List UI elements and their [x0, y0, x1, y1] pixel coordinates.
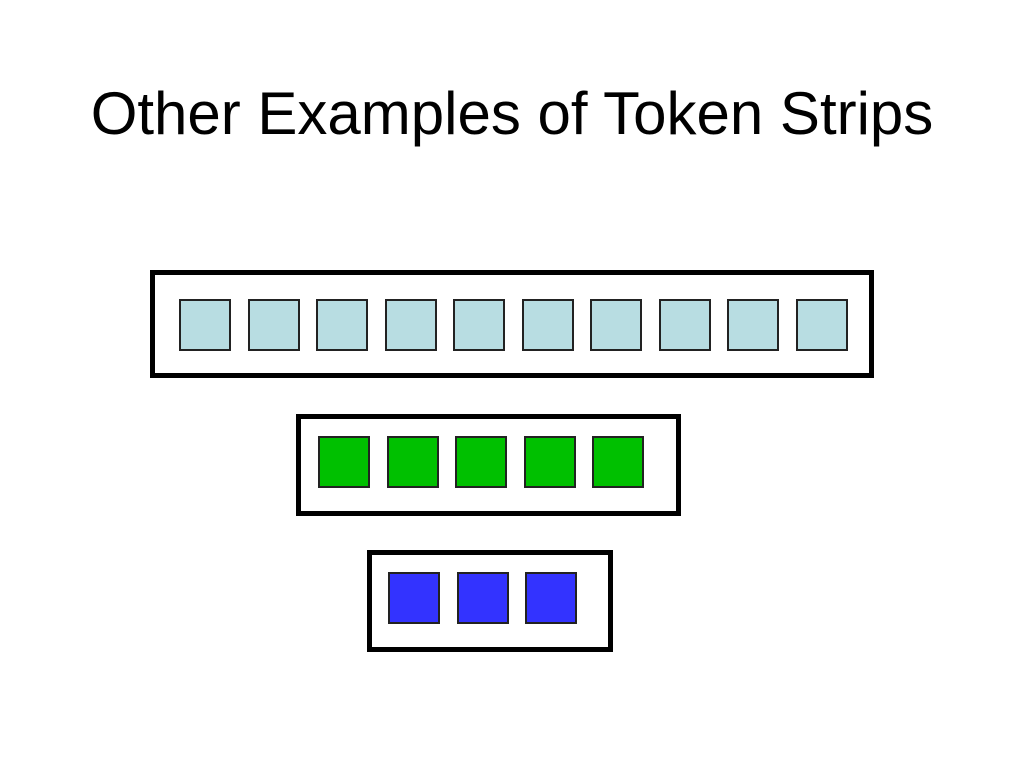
token-square	[386, 436, 439, 488]
token-square	[795, 299, 848, 351]
slide-title: Other Examples of Token Strips	[90, 80, 934, 147]
token-square	[247, 299, 300, 351]
token-square	[388, 572, 440, 624]
token-strip-3	[367, 550, 613, 652]
token-square	[318, 436, 370, 488]
token-square	[316, 299, 368, 351]
token-square	[592, 436, 644, 488]
token-square	[521, 299, 574, 351]
token-square	[727, 299, 779, 351]
token-square	[179, 299, 231, 351]
token-square	[384, 299, 437, 351]
token-square	[453, 299, 505, 351]
token-strip-2	[296, 414, 681, 516]
token-square	[456, 572, 509, 624]
token-strip-1	[150, 270, 874, 378]
token-square	[525, 572, 577, 624]
token-square	[523, 436, 576, 488]
token-square	[455, 436, 507, 488]
token-square	[658, 299, 711, 351]
token-square	[590, 299, 642, 351]
